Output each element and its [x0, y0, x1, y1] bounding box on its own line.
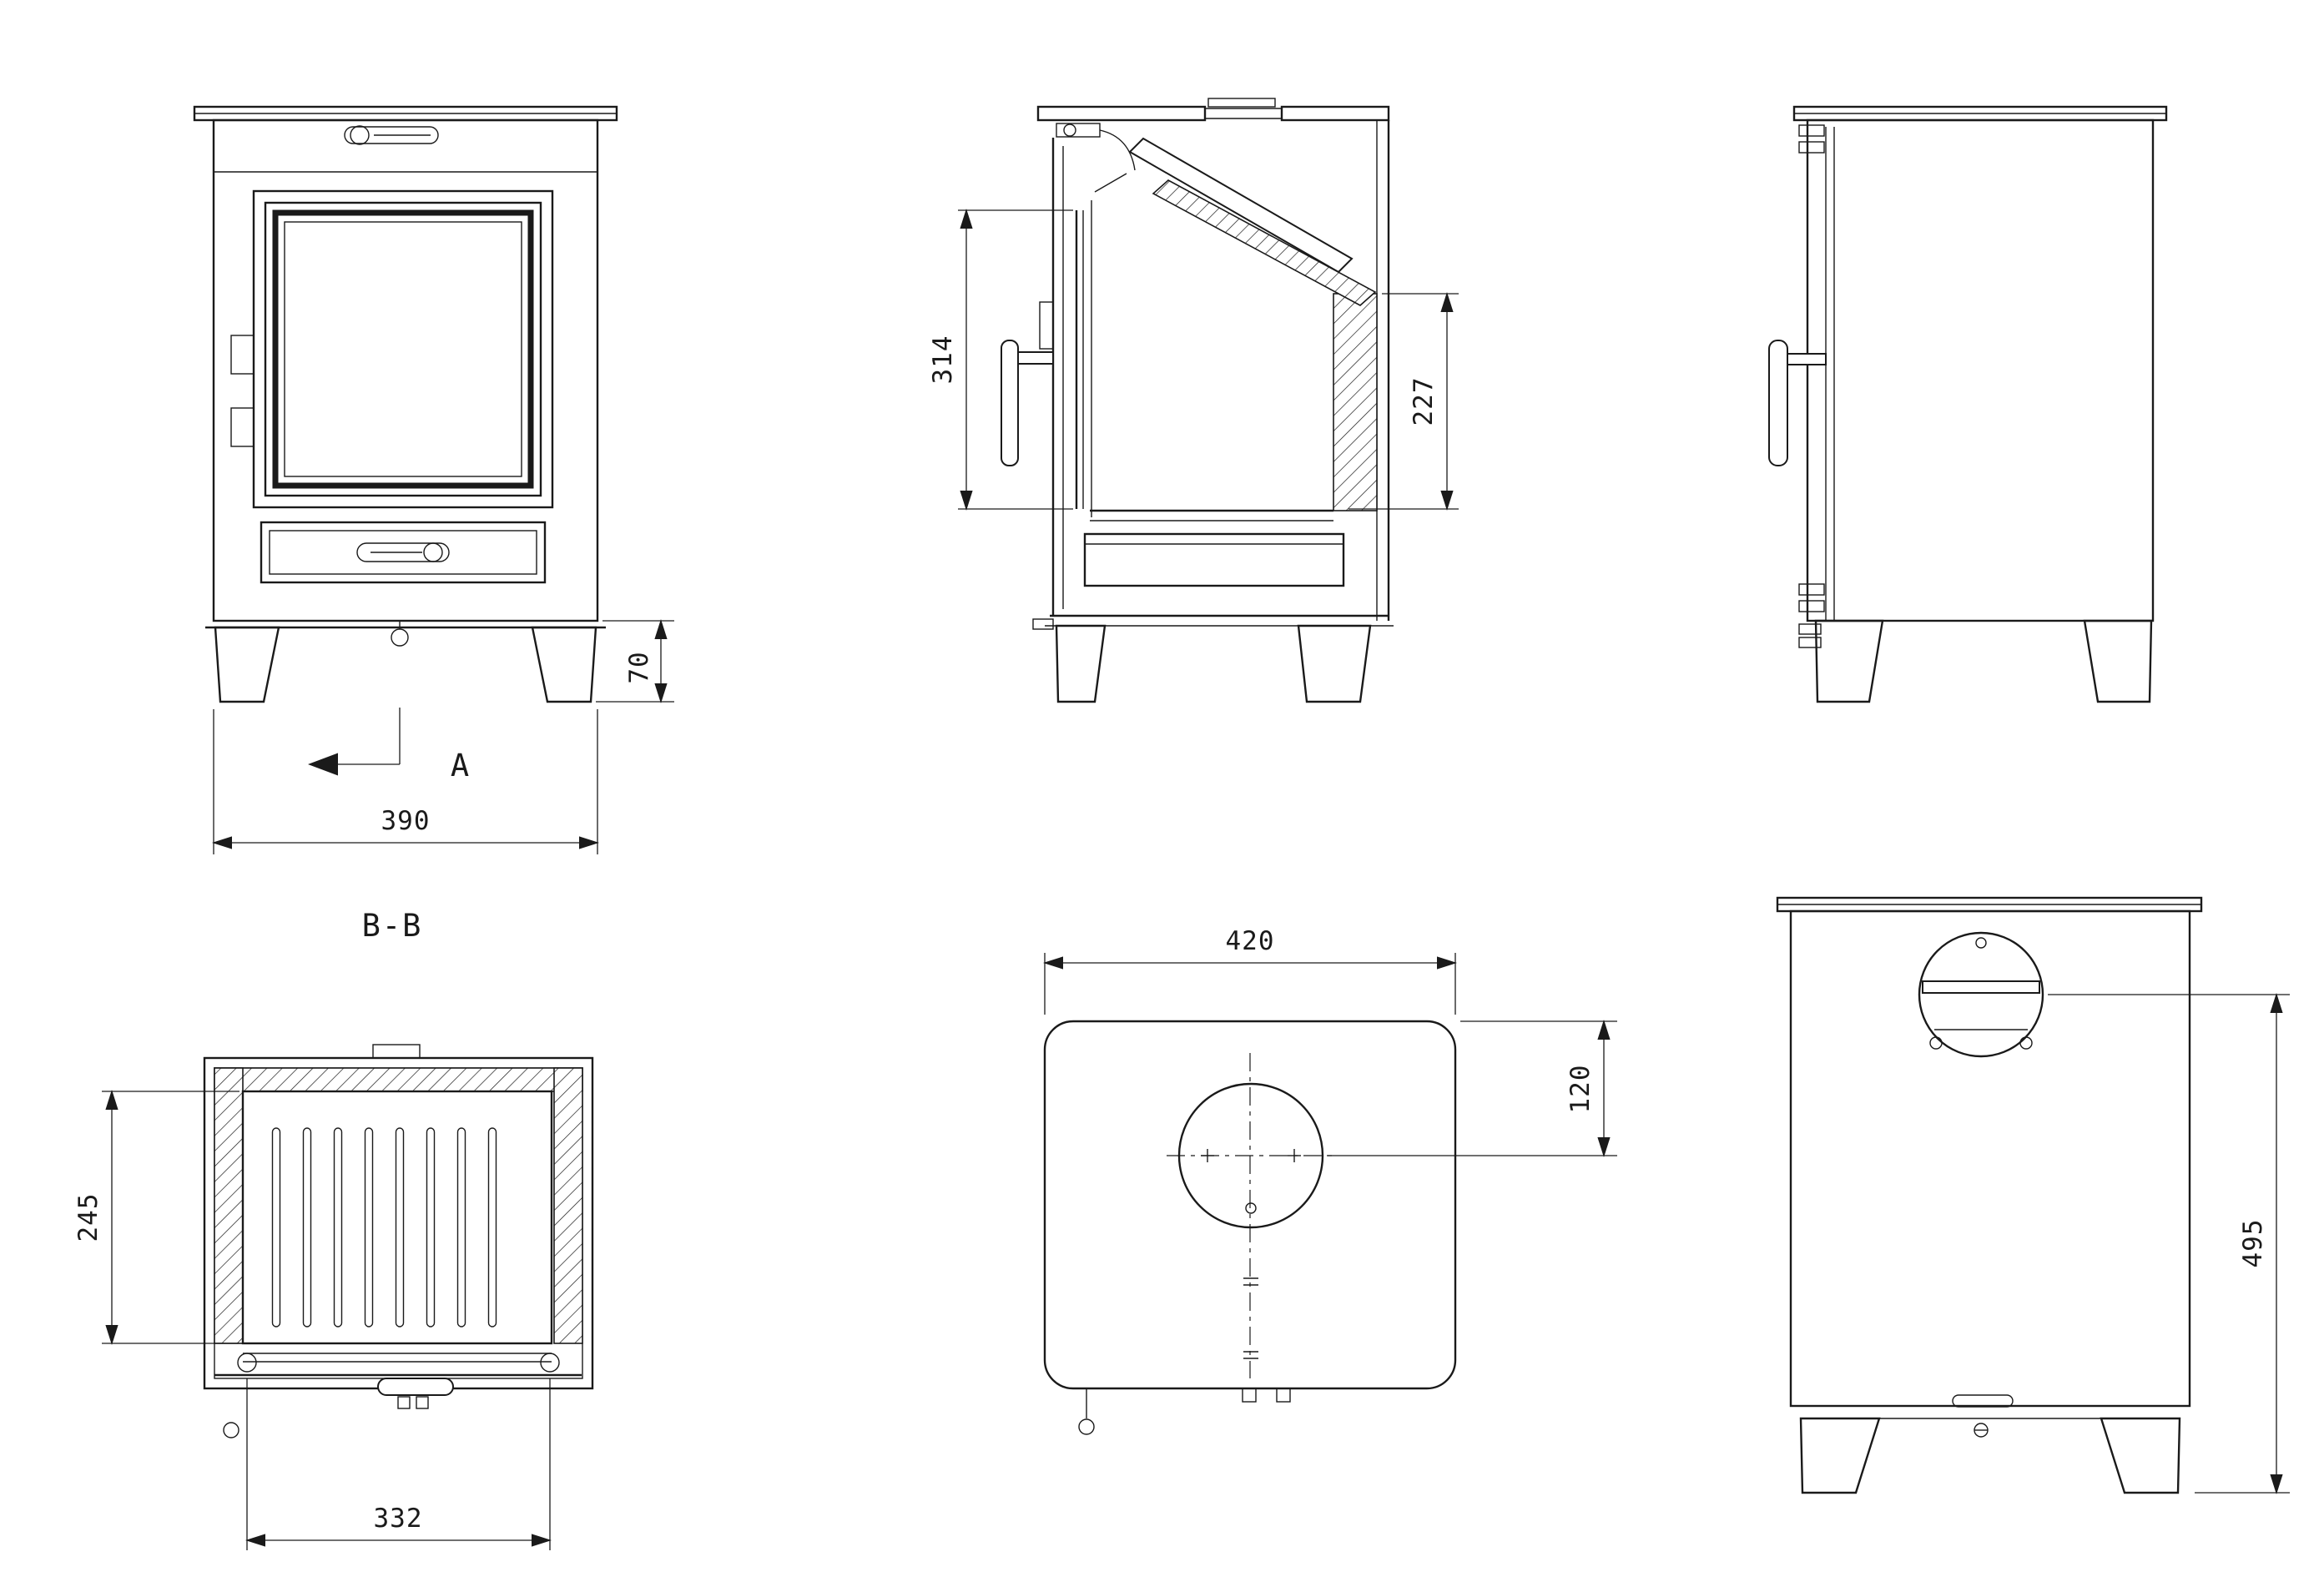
grate-slots — [271, 1127, 497, 1328]
back-left-leg — [1799, 1417, 1881, 1494]
dimension-front-width: 390 — [212, 709, 599, 854]
hinge-knuckle-top-2 — [1798, 141, 1825, 154]
dimension-firebox-width: 332 — [245, 1378, 552, 1550]
flue-opening — [1177, 1082, 1324, 1229]
secondary-air-tube — [1128, 137, 1354, 274]
bb-section-view: 245 332 — [73, 1044, 594, 1550]
stove-body — [212, 118, 599, 622]
side-front-leg — [1814, 619, 1884, 703]
dimension-top-width: 420 — [1043, 926, 1457, 1015]
top-view: 420 120 — [1043, 926, 1617, 1435]
hinge-knuckle-top-1 — [1798, 124, 1825, 137]
dimension-flue-offset: 120 — [1327, 1020, 1617, 1157]
dimension-back-height: 495 — [2048, 993, 2290, 1494]
air-vent-slot — [344, 125, 439, 145]
dim-label-leg-height: 70 — [624, 651, 654, 683]
dim-label-firebox-rear-height: 227 — [1409, 377, 1439, 426]
dimension-firebox-depth: 245 — [73, 1090, 239, 1345]
rear-brick-section — [214, 1067, 583, 1092]
section-view-title: B-B — [362, 908, 423, 944]
section-rear-leg — [1297, 624, 1372, 703]
pilot-hole — [1245, 1202, 1257, 1214]
dim-label-top-width: 420 — [1226, 926, 1275, 956]
rear-flue-outlet — [1918, 931, 2044, 1058]
door-glass — [284, 221, 522, 477]
rear-air-tab — [372, 1044, 421, 1059]
bottom-knob — [391, 628, 409, 647]
firebox-interior — [241, 1090, 553, 1345]
ash-drawer — [260, 521, 547, 584]
ashpan-section — [1083, 532, 1345, 587]
door-handle-section — [1001, 340, 1054, 466]
section-cut-arrow: A — [308, 708, 471, 783]
rear-air-slot — [1952, 1394, 2014, 1408]
dim-label-glass-height: 314 — [928, 335, 958, 385]
dim-label-firebox-depth: 245 — [73, 1193, 103, 1242]
dim-label-flue-offset: 120 — [1565, 1065, 1596, 1114]
dimension-glass-height: 314 — [928, 209, 1073, 511]
dim-label-back-height: 495 — [2238, 1219, 2268, 1268]
bb-handle — [377, 1378, 454, 1396]
side-rear-leg — [2083, 619, 2153, 703]
door — [230, 189, 554, 509]
hinge-lower — [230, 407, 255, 447]
door-latch — [1039, 301, 1054, 350]
front-left-leg — [214, 626, 280, 703]
dim-label-firebox-width: 332 — [374, 1504, 423, 1534]
glass-frame — [272, 209, 534, 489]
rear-firebrick — [1333, 293, 1378, 511]
airwash-cover — [1099, 129, 1136, 171]
door-section — [1039, 123, 1136, 616]
drawer-handle — [356, 542, 450, 562]
dimension-leg-height: 70 — [596, 619, 674, 703]
section-view: 314 227 — [928, 98, 1459, 703]
hinge-upper — [230, 335, 255, 375]
left-brick-section — [214, 1067, 244, 1344]
hinge-pin-right — [540, 1353, 560, 1373]
hinge-pin-left — [237, 1353, 257, 1373]
hinge-knuckle-bottom-2 — [1798, 600, 1825, 612]
baffle-plate — [1152, 179, 1377, 306]
back-view: 495 — [1776, 896, 2290, 1494]
section-front-leg — [1055, 624, 1107, 703]
back-panel — [1789, 909, 2191, 1408]
back-right-leg — [2100, 1417, 2181, 1494]
front-view: A 70 390 B-B — [193, 105, 674, 944]
front-right-leg — [531, 626, 597, 703]
side-view — [1768, 105, 2168, 703]
dimension-firebox-rear-height: 227 — [1349, 292, 1459, 511]
top-plate-left — [1036, 105, 1207, 122]
top-plate-right — [1280, 105, 1390, 122]
side-door-handle — [1768, 340, 1827, 466]
front-knob-top-view — [1078, 1418, 1095, 1435]
side-body — [1806, 118, 2155, 622]
flue-blanking-plate — [1207, 98, 1276, 108]
bb-outer-shell — [203, 1056, 594, 1390]
section-arrow-label: A — [451, 748, 471, 783]
hinge-knuckle-bottom-1 — [1798, 583, 1825, 596]
bb-screw — [223, 1422, 239, 1438]
dim-label-front-width: 390 — [381, 806, 431, 836]
flue-damper-bar — [1922, 980, 2040, 994]
right-brick-section — [553, 1067, 583, 1344]
